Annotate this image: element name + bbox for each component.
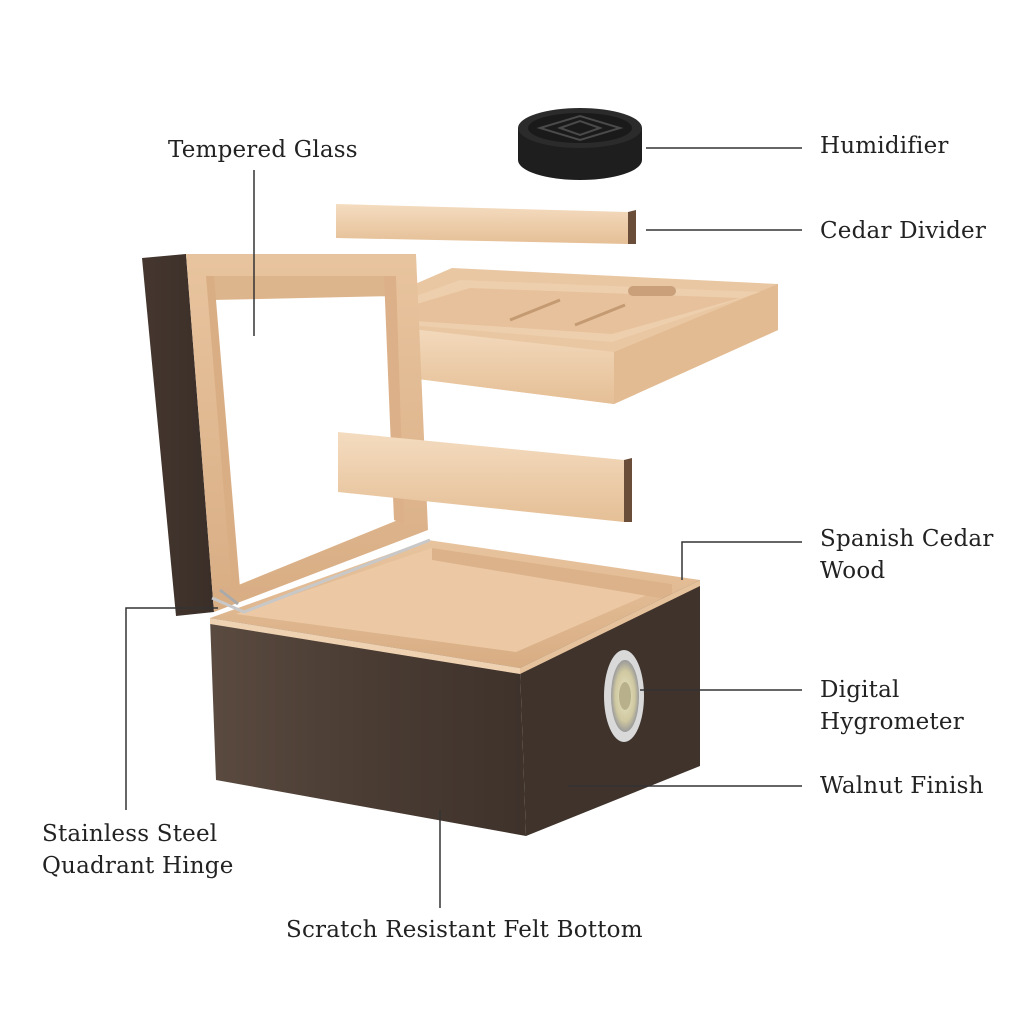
middle-cedar-divider [338, 432, 632, 522]
spanish-cedar-label-line2: Wood [820, 558, 886, 584]
humidifier-label: Humidifier [820, 133, 949, 159]
digital-hygrometer-label: Digital Hygrometer [820, 674, 964, 738]
cedar-divider-label: Cedar Divider [820, 218, 987, 244]
felt-bottom-label: Scratch Resistant Felt Bottom [286, 917, 643, 943]
hinge [211, 538, 431, 614]
humidifier-puck [518, 108, 642, 180]
hinge-label: Stainless Steel Quadrant Hinge [42, 818, 234, 882]
leader-lines [125, 147, 802, 908]
spanish-cedar-label: Spanish Cedar Wood [820, 523, 994, 587]
walnut-finish-label: Walnut Finish [820, 773, 984, 799]
digital-hygrometer-label-line1: Digital [820, 677, 900, 703]
hinge-leader [125, 607, 218, 810]
hinge-label-line2: Quadrant Hinge [42, 853, 234, 879]
spanish-cedar-label-line1: Spanish Cedar [820, 526, 994, 552]
digital-hygrometer-label-line2: Hygrometer [820, 709, 964, 735]
top-cedar-divider [336, 204, 636, 244]
spanish-cedar-leader [681, 541, 802, 580]
tempered-glass-label: Tempered Glass [168, 137, 358, 163]
hinge-label-line1: Stainless Steel [42, 821, 218, 847]
hygrometer [604, 650, 644, 742]
